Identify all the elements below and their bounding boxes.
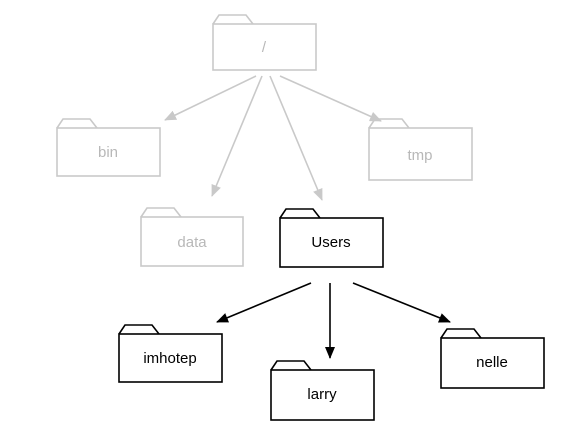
folder-icon (270, 360, 312, 371)
folder-larry-body (270, 369, 375, 421)
edge-root-tmp (279, 75, 382, 122)
folder-tmp-label: tmp (407, 147, 432, 164)
edge-root-users (269, 75, 323, 201)
folder-imhotep: imhotep (118, 324, 223, 383)
root-edges (164, 75, 382, 201)
folder-root-label: / (262, 39, 267, 56)
folder-bin-label: bin (98, 144, 118, 161)
folder-data: data (140, 207, 244, 267)
folder-icon (279, 208, 321, 219)
folder-icon (368, 118, 410, 129)
folder-icon (212, 14, 254, 25)
folder-nelle-body (440, 337, 545, 389)
folder-users-label: Users (311, 234, 350, 251)
edge-root-data (211, 75, 263, 197)
folder-users-body (279, 217, 384, 268)
folder-users: Users (279, 208, 384, 268)
folder-data-label: data (177, 234, 207, 251)
folder-nelle: nelle (440, 328, 545, 389)
folder-icon (118, 324, 160, 335)
edge-root-bin (164, 75, 257, 121)
folder-larry: larry (270, 360, 375, 421)
folder-icon (56, 118, 98, 129)
folder-tmp: tmp (368, 118, 473, 181)
users-edges (216, 282, 451, 359)
edge-users-nelle (352, 282, 451, 323)
folder-nelle-label: nelle (476, 354, 508, 371)
folder-icon (140, 207, 182, 218)
folder-root-body (212, 23, 317, 71)
edge-users-imhotep (216, 282, 312, 323)
folder-tmp-body (368, 127, 473, 181)
folder-larry-label: larry (307, 386, 337, 403)
folder-imhotep-body (118, 333, 223, 383)
folder-icon (440, 328, 482, 339)
folder-bin-body (56, 127, 161, 177)
folder-bin: bin (56, 118, 161, 177)
folder-root: / (212, 14, 317, 71)
folder-data-body (140, 216, 244, 267)
folder-imhotep-label: imhotep (143, 350, 196, 367)
